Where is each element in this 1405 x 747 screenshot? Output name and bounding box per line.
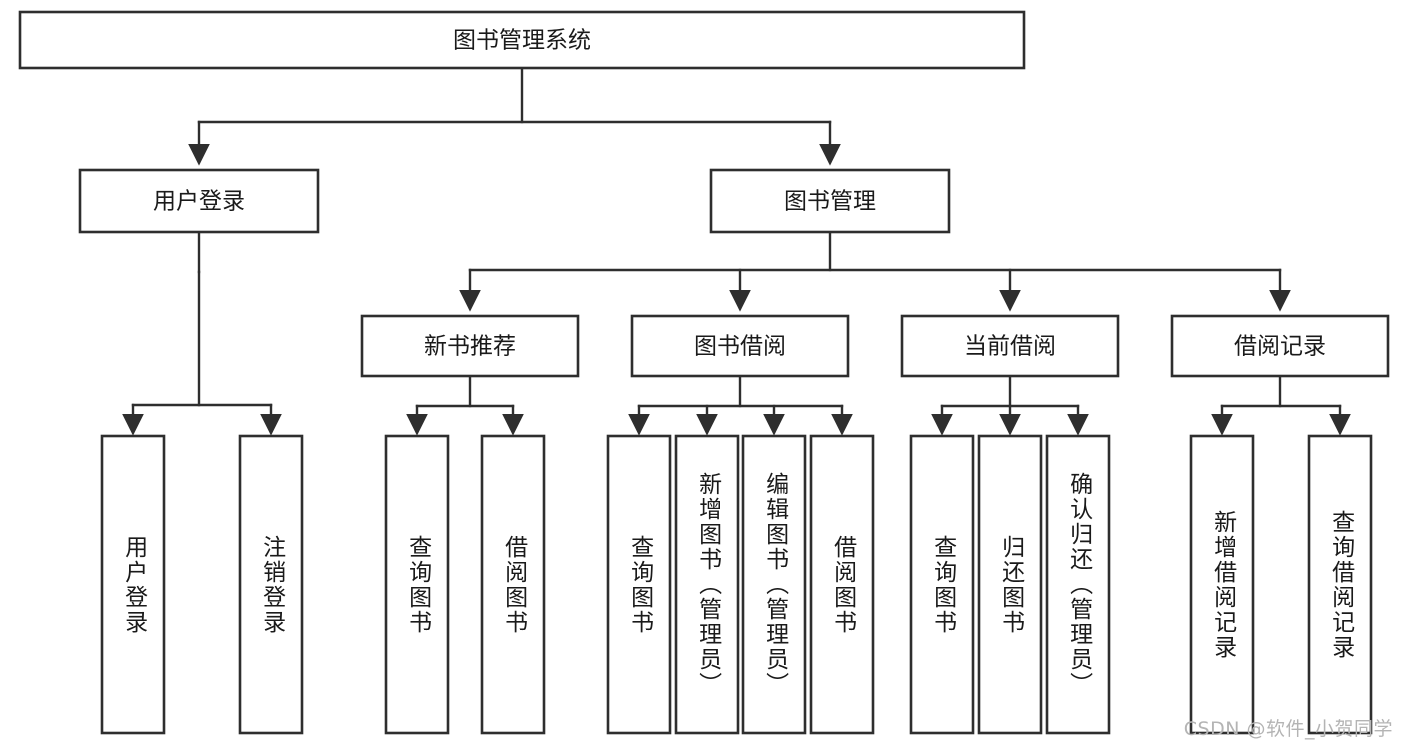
node-leaf-confirm-return-label: 确认归还（管理员） bbox=[1065, 472, 1092, 697]
connector-group-borrow-record bbox=[1211, 374, 1351, 436]
node-leaf-confirm-return-box[interactable] bbox=[1045, 434, 1111, 735]
node-leaf-query-book-1-box[interactable] bbox=[384, 434, 450, 735]
node-book-management[interactable]: 图书管理 bbox=[709, 168, 951, 234]
node-borrow-record-box[interactable] bbox=[1170, 314, 1390, 378]
node-user-login-label: 用户登录 bbox=[153, 189, 245, 215]
node-user-login[interactable]: 用户登录 bbox=[78, 168, 320, 234]
node-new-book-recommend-label: 新书推荐 bbox=[424, 334, 516, 360]
node-book-management-label: 图书管理 bbox=[784, 189, 876, 215]
node-leaf-query-record-label: 查询借阅记录 bbox=[1327, 509, 1354, 660]
node-book-borrow-label: 图书借阅 bbox=[694, 334, 786, 360]
connector-group-current-borrow bbox=[931, 374, 1089, 436]
node-leaf-borrow-book-2-box[interactable] bbox=[809, 434, 875, 735]
node-leaf-logout-label: 注销登录 bbox=[258, 534, 285, 635]
connector-group-new-book-recommend bbox=[406, 374, 524, 436]
node-leaf-add-book-box[interactable] bbox=[674, 434, 740, 735]
node-leaf-user-login-label: 用户登录 bbox=[120, 534, 147, 635]
node-leaf-borrow-book-1-label: 借阅图书 bbox=[500, 534, 527, 635]
node-leaf-query-book-3-label: 查询图书 bbox=[929, 534, 956, 635]
node-current-borrow[interactable]: 当前借阅 bbox=[900, 314, 1120, 378]
watermark-text: CSDN @软件_小贺同学 bbox=[1183, 718, 1393, 740]
node-borrow-record-label: 借阅记录 bbox=[1234, 334, 1326, 360]
node-leaf-edit-book-label: 编辑图书（管理员） bbox=[761, 472, 788, 697]
node-new-book-recommend-box[interactable] bbox=[360, 314, 580, 378]
node-root[interactable]: 图书管理系统 bbox=[18, 10, 1026, 70]
node-current-borrow-box[interactable] bbox=[900, 314, 1120, 378]
node-leaf-return-book-box[interactable] bbox=[977, 434, 1043, 735]
node-root-label: 图书管理系统 bbox=[453, 28, 591, 54]
node-leaf-borrow-book-1-box[interactable] bbox=[480, 434, 546, 735]
node-leaf-query-book-2-label: 查询图书 bbox=[626, 534, 653, 635]
node-book-borrow[interactable]: 图书借阅 bbox=[630, 314, 850, 378]
node-leaf-add-book-label: 新增图书（管理员） bbox=[694, 472, 721, 697]
connector-group-user-login bbox=[122, 230, 282, 436]
node-leaf-query-book-2-box[interactable] bbox=[606, 434, 672, 735]
node-borrow-record[interactable]: 借阅记录 bbox=[1170, 314, 1390, 378]
node-book-borrow-box[interactable] bbox=[630, 314, 850, 378]
node-leaf-add-record-label: 新增借阅记录 bbox=[1209, 509, 1236, 660]
node-leaf-query-book-1-label: 查询图书 bbox=[404, 534, 431, 635]
node-leaf-query-record-box[interactable] bbox=[1307, 434, 1373, 735]
node-leaf-edit-book-box[interactable] bbox=[741, 434, 807, 735]
connector-group-book-borrow bbox=[628, 374, 853, 436]
node-leaf-add-record-box[interactable] bbox=[1189, 434, 1255, 735]
node-leaf-borrow-book-2-label: 借阅图书 bbox=[829, 534, 856, 635]
connector-group-book-management bbox=[459, 230, 1291, 312]
node-book-management-box[interactable] bbox=[709, 168, 951, 234]
node-leaf-query-book-3-box[interactable] bbox=[909, 434, 975, 735]
node-new-book-recommend[interactable]: 新书推荐 bbox=[360, 314, 580, 378]
node-root-box[interactable] bbox=[18, 10, 1026, 70]
node-current-borrow-label: 当前借阅 bbox=[964, 334, 1056, 360]
connector-group-root bbox=[188, 66, 841, 166]
node-leaf-return-book-label: 归还图书 bbox=[997, 534, 1024, 635]
node-user-login-box[interactable] bbox=[78, 168, 320, 234]
node-leaf-user-login-box[interactable] bbox=[100, 434, 166, 735]
node-leaf-logout-box[interactable] bbox=[238, 434, 304, 735]
